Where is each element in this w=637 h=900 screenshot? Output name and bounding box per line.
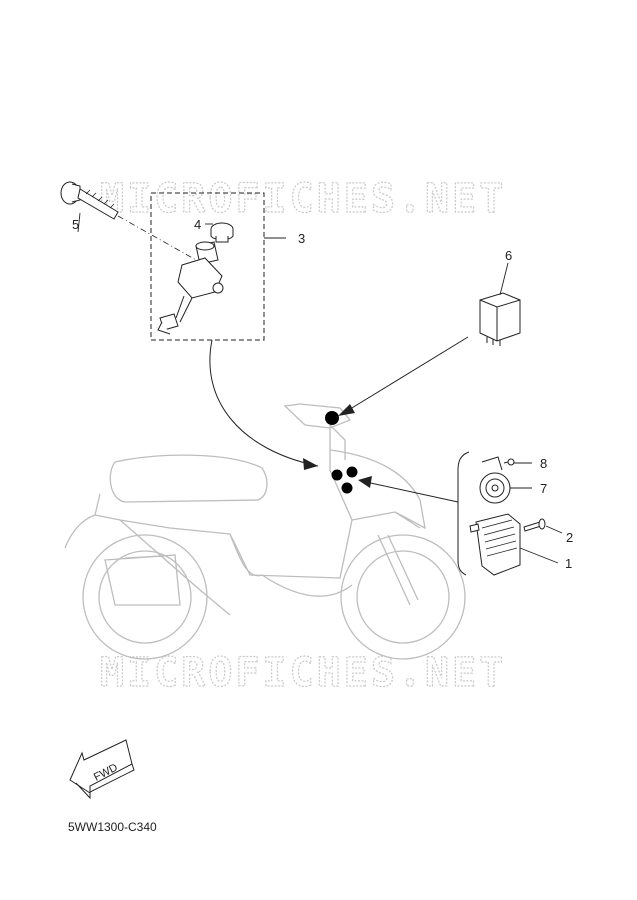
screw-part-8: [503, 458, 515, 466]
key-cap-part-4: [210, 222, 234, 243]
location-dot-relay: [325, 411, 339, 425]
main-switch: [157, 241, 224, 335]
relay-part-6: [479, 292, 521, 346]
diagram-code: 5WW1300-C340: [68, 820, 157, 834]
watermark-top: MICROFICHES.NET: [100, 176, 506, 222]
bolt-part-2: [523, 518, 546, 532]
bolt-part-5: [60, 181, 119, 220]
callout-6: 6: [505, 248, 512, 263]
location-dot-c: [341, 482, 353, 494]
relay-arrowhead: [338, 404, 355, 416]
rectifier-part-1: [469, 513, 521, 576]
bolt-centerline: [117, 215, 206, 266]
ignition-arrowhead: [303, 458, 318, 470]
callout-3: 3: [298, 231, 305, 246]
group-arrowhead: [358, 476, 372, 488]
ignition-location-arrow: [209, 339, 319, 467]
watermark-bottom: MICROFICHES.NET: [100, 650, 506, 696]
group-bracket: [457, 451, 470, 576]
callout-4: 4: [194, 217, 201, 232]
leader-2: [545, 525, 563, 534]
relay-location-arrow: [341, 336, 469, 415]
callout-5: 5: [72, 217, 79, 232]
leader-5: [77, 212, 81, 233]
scooter-outline: [64, 403, 466, 660]
callout-2: 2: [566, 530, 573, 545]
leader-6: [499, 262, 509, 296]
location-dot-b: [346, 466, 358, 478]
ignition-set-box: [150, 192, 265, 341]
callout-7: 7: [540, 481, 547, 496]
callout-8: 8: [540, 456, 547, 471]
location-dot-a: [331, 469, 343, 481]
horn-part-7: [479, 456, 511, 504]
fwd-arrow-icon: FWD: [69, 739, 135, 800]
leader-1: [519, 547, 559, 564]
callout-1: 1: [565, 556, 572, 571]
group-location-arrow: [365, 481, 459, 503]
